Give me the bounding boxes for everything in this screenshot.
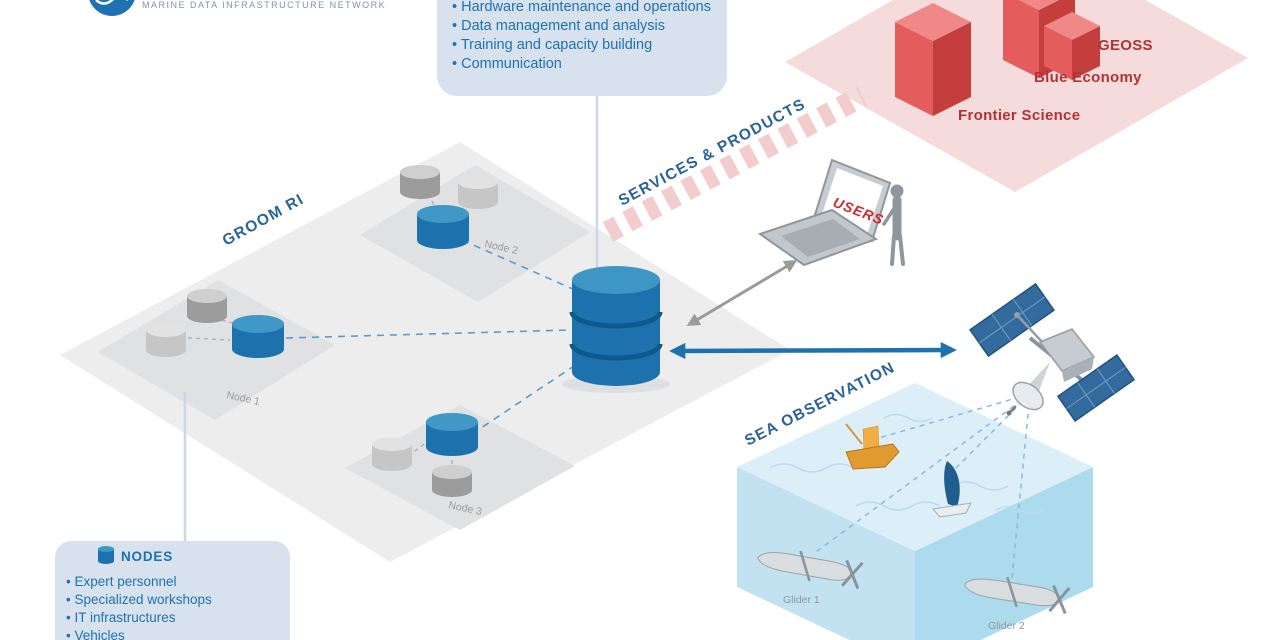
database-drum-blue-icon bbox=[426, 413, 478, 456]
users-laptop-icon: USERS bbox=[757, 158, 892, 267]
solar-panel bbox=[969, 282, 1055, 358]
central-activities-panel: • Hardware maintenance and operations • … bbox=[437, 0, 727, 96]
wave-lines bbox=[769, 413, 1045, 515]
activity-item: • Hardware maintenance and operations bbox=[452, 0, 711, 15]
database-drum-gray-icon bbox=[432, 465, 472, 497]
services-striped-band bbox=[602, 86, 868, 242]
database-drum-small-icon bbox=[98, 546, 114, 564]
satellite-dish bbox=[1012, 381, 1044, 411]
central-database-icon bbox=[562, 266, 670, 393]
impact-label-geoss: GEOSS bbox=[1098, 37, 1153, 54]
glider2-label: Glider 2 bbox=[988, 620, 1025, 632]
logo-mark-icon bbox=[89, 0, 135, 16]
node-to-database-links bbox=[285, 239, 585, 435]
arrow-database-users bbox=[686, 259, 798, 327]
logo-tagline: MARINE DATA INFRASTRUCTURE NETWORK bbox=[142, 0, 386, 10]
arrow-database-satellite bbox=[669, 341, 957, 360]
person-icon bbox=[882, 184, 905, 266]
node3-cluster bbox=[372, 413, 478, 497]
node1-cluster bbox=[146, 289, 284, 358]
database-drum-lightgray-icon bbox=[458, 175, 498, 209]
nodes-item: • IT infrastructures bbox=[66, 610, 176, 625]
glider1-label: Glider 1 bbox=[783, 594, 820, 606]
node2-plane bbox=[360, 165, 590, 302]
node1-plane bbox=[98, 280, 335, 420]
impact-label-frontier-science: Frontier Science bbox=[958, 107, 1080, 124]
laptop-keyboard bbox=[781, 219, 860, 257]
nodes-panel: NODES • Expert personnel • Specialized w… bbox=[55, 541, 290, 640]
satellite-downlinks bbox=[815, 393, 1031, 579]
nodes-item: • Vehicles bbox=[66, 628, 125, 640]
glider1-icon bbox=[757, 550, 864, 590]
impact-bars-icon bbox=[895, 0, 1100, 116]
database-drum-lightgray-icon bbox=[372, 437, 412, 471]
services-products-label: SERVICES & PRODUCTS bbox=[616, 95, 809, 209]
sea-block bbox=[737, 383, 1093, 640]
activity-item: • Training and capacity building bbox=[452, 37, 652, 53]
solar-panel bbox=[1056, 354, 1136, 422]
database-drum-gray-icon bbox=[400, 165, 440, 199]
nodes-item: • Expert personnel bbox=[66, 574, 177, 589]
activity-item: • Data management and analysis bbox=[452, 18, 665, 34]
sail-drone-icon bbox=[932, 461, 972, 518]
node2-cluster bbox=[400, 165, 498, 249]
groom-logo: MARINE DATA INFRASTRUCTURE NETWORK bbox=[89, 0, 386, 16]
database-drum-gray-icon bbox=[187, 289, 227, 323]
database-drum-lightgray-icon bbox=[146, 323, 186, 357]
satellite-icon bbox=[969, 282, 1136, 422]
nodes-panel-title: NODES bbox=[121, 549, 173, 564]
research-vessel-icon bbox=[845, 423, 900, 470]
groom-ri-plane bbox=[60, 142, 790, 562]
nodes-item: • Specialized workshops bbox=[66, 592, 212, 607]
antenna bbox=[1017, 315, 1045, 345]
glider2-icon bbox=[964, 576, 1071, 615]
impact-label-blue-economy: Blue Economy bbox=[1034, 69, 1142, 86]
database-drum-blue-icon bbox=[232, 315, 284, 358]
database-drum-blue-icon bbox=[417, 205, 469, 249]
activity-item: • Communication bbox=[452, 56, 562, 72]
